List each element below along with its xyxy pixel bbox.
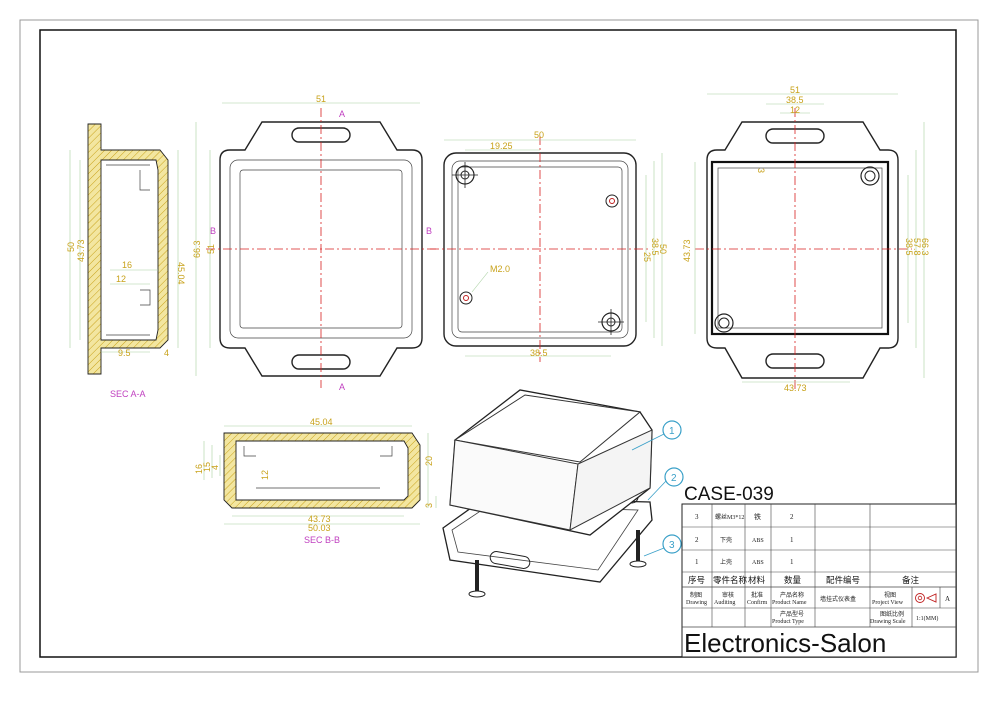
dim-sec-aa-12: 12 (116, 274, 126, 284)
tb-confirm-cn: 批准 (751, 591, 763, 599)
bom-header-remark: 备注 (902, 575, 920, 585)
cut-marker-a-top: A (339, 109, 345, 119)
dim-bottom-38-5: 38.5 (530, 348, 548, 358)
screw-left (468, 560, 486, 598)
dim-bottom-right-50: 50 (658, 244, 668, 254)
tb-scale-cn: 图纸比例 (880, 610, 904, 618)
label-sec-b-b: SEC B-B (304, 535, 340, 545)
tb-product-name-en: Product Name (772, 600, 807, 606)
section-a-a-view: 50 43.73 45.04 16 12 9.5 4 SEC A-A (66, 123, 186, 399)
bom-header-name: 零件名称 (713, 575, 748, 585)
balloon-1: 1 (669, 426, 675, 437)
tb-project-view-cn: 视图 (884, 591, 896, 599)
dim-topview-left-43-73: 43.73 (682, 239, 692, 262)
bom-row-3-no: 3 (695, 513, 699, 521)
balloon-3: 3 (669, 540, 675, 551)
dim-front-left-51: 51 (206, 244, 216, 254)
tb-product-name-cn: 产品名称 (780, 591, 804, 599)
outer-frame (19, 19, 979, 673)
dim-bottom-top-19-25: 19.25 (490, 141, 513, 151)
bom-row-2-qty: 1 (790, 536, 794, 544)
brand-name: Electronics-Salon (684, 628, 886, 658)
bom-header-no: 序号 (688, 575, 705, 585)
bom-row-3-qty: 2 (790, 513, 794, 521)
tb-auditing-cn: 审核 (722, 591, 734, 599)
tb-auditing-en: Auditing (714, 600, 735, 606)
dim-topview-right-38-5: 38.5 (904, 238, 914, 256)
dim-sec-aa-height-50: 50 (66, 242, 76, 252)
dim-topview-top-38-5: 38.5 (786, 95, 804, 105)
bom-row-1-material: ABS (752, 560, 764, 566)
dim-topview-right-66-3: 66.3 (920, 238, 930, 256)
tb-drawing-en: Drawing (686, 600, 707, 606)
tb-product-name-value: 墙挂式仪表盒 (820, 595, 856, 603)
dim-topview-right-57-8: 57.8 (912, 238, 922, 256)
tb-scale-en: Drawing Scale (870, 619, 906, 625)
dim-topview-top-12: 12 (790, 105, 800, 115)
dim-topview-top-51: 51 (790, 85, 800, 95)
dim-bottom-top-50: 50 (534, 130, 544, 140)
boss-bottom-right (598, 309, 624, 335)
bom-header-qty: 数量 (784, 575, 802, 585)
dim-bottom-m2: M2.0 (490, 264, 510, 274)
dim-secbb-left-4: 4 (210, 465, 220, 470)
dim-secbb-top-45-04: 45.04 (310, 417, 333, 427)
tb-confirm-en: Confirm (747, 599, 768, 606)
tb-view-letter: A (945, 595, 950, 603)
bom-row-1-no: 1 (695, 558, 699, 566)
cut-marker-a-bottom: A (339, 382, 345, 392)
exploded-isometric-view: 1 2 3 (442, 389, 684, 598)
dim-bottom-right-25: 25 (642, 252, 652, 262)
bom-row-2-no: 2 (695, 536, 699, 544)
dim-secbb-inner-12: 12 (260, 470, 270, 480)
cut-marker-b-right: B (426, 226, 432, 236)
dim-secbb-right-3: 3 (424, 503, 434, 508)
top-base-view: 51 38.5 12 43.73 3 38.5 57.8 66.3 43.73 (682, 85, 930, 393)
balloon-2: 2 (671, 473, 677, 484)
dim-sec-aa-4: 4 (164, 348, 169, 358)
bom-header-code: 配件编号 (826, 575, 860, 585)
section-b-b-view: 45.04 16 15 4 12 20 3 43.73 50.03 SEC B-… (194, 417, 437, 545)
dim-front-top-51: 51 (316, 94, 326, 104)
dim-secbb-bottom-50-03: 50.03 (308, 523, 331, 533)
first-angle-projection-icon (915, 593, 937, 603)
cut-marker-b-left: B (210, 226, 216, 236)
dim-secbb-left-15: 15 (202, 462, 212, 472)
front-view: 51 66.3 51 A A B B (192, 94, 436, 392)
bom-header-material: 材料 (748, 575, 766, 585)
dim-topview-bottom-43-73: 43.73 (784, 383, 807, 393)
bom-row-3-material: 铁 (754, 512, 761, 521)
bottom-inside-view: 50 19.25 25 38.5 50 38.5 M2.0 (430, 130, 668, 362)
tb-drawing-cn: 制图 (690, 591, 702, 599)
bom-row-1-qty: 1 (790, 558, 794, 566)
bom-row-2-name: 下壳 (720, 536, 732, 544)
drawing-title: CASE-039 (684, 484, 774, 505)
dim-secbb-right-20: 20 (424, 456, 434, 466)
dim-sec-aa-16: 16 (122, 260, 132, 270)
dim-sec-aa-height-45-04: 45.04 (176, 262, 186, 285)
dim-secbb-left-16: 16 (194, 464, 204, 474)
dim-sec-aa-9-5: 9.5 (118, 348, 131, 358)
bom-row-2-material: ABS (752, 538, 764, 544)
dim-bottom-right-38-5: 38.5 (650, 238, 660, 256)
bom-row-3-name: 螺丝M3*12 (715, 513, 744, 521)
tb-product-type-cn: 产品型号 (780, 610, 804, 618)
dim-front-left-66-3: 66.3 (192, 240, 202, 258)
tb-project-view-en: Project View (872, 600, 904, 606)
tb-scale-value: 1:1(MM) (916, 615, 938, 622)
dim-sec-aa-height-43-73: 43.73 (76, 239, 86, 262)
inner-frame (39, 29, 957, 658)
boss-top-left (452, 162, 478, 188)
title-block: CASE-039 3 螺丝M3*12 铁 2 2 下壳 ABS 1 1 上壳 A… (681, 484, 957, 658)
screw-right (629, 530, 647, 568)
dim-secbb-bottom-43-73: 43.73 (308, 514, 331, 524)
label-sec-a-a: SEC A-A (110, 389, 146, 399)
dim-topview-side-3: 3 (756, 168, 766, 173)
tb-product-type-en: Product Type (772, 619, 804, 625)
bom-row-1-name: 上壳 (720, 558, 732, 566)
